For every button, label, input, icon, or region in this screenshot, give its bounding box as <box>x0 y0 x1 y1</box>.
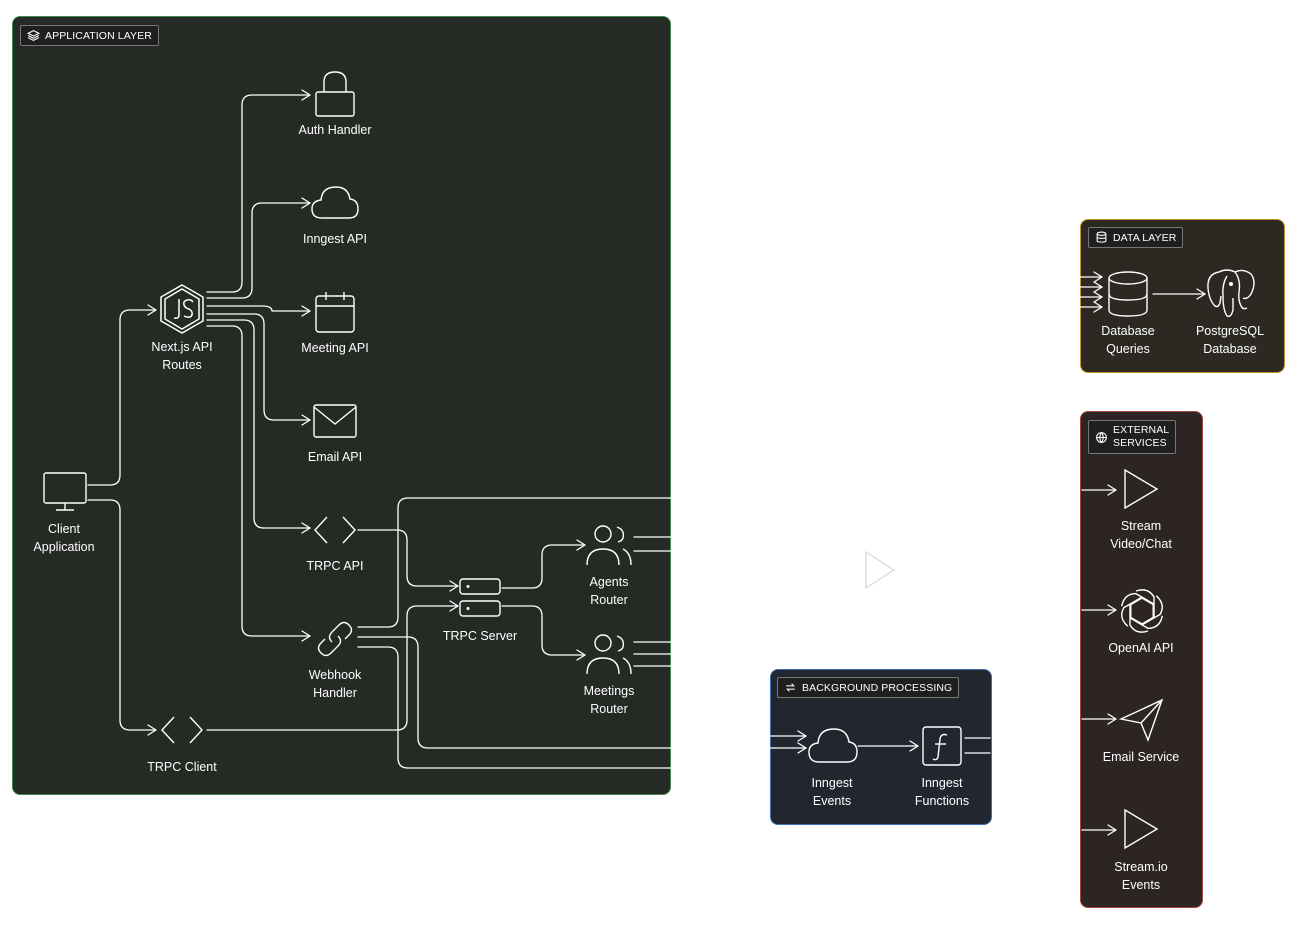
globe-icon <box>1096 431 1107 443</box>
cloud-icon <box>311 186 359 219</box>
openai-api-label: OpenAI API <box>1108 641 1174 655</box>
nodejs-icon <box>160 284 204 334</box>
trpc-api-label: TRPC API <box>306 559 364 573</box>
send-icon <box>1118 698 1164 742</box>
external-services-label: EXTERNAL SERVICES <box>1088 420 1177 454</box>
layers-icon <box>27 30 40 41</box>
users-icon <box>586 525 632 566</box>
application-layer-label: APPLICATION LAYER <box>20 25 159 46</box>
auth-handler-label: Auth Handler <box>298 123 372 137</box>
database-icon <box>1108 271 1148 317</box>
postgresql-icon <box>1207 269 1255 318</box>
refresh-icon <box>785 683 796 692</box>
play-icon <box>1124 808 1159 850</box>
server-icon <box>459 578 501 617</box>
play-icon <box>1124 468 1159 510</box>
email-service-label: Email Service <box>1102 750 1180 764</box>
code-icon <box>161 716 203 744</box>
link-icon <box>317 621 353 657</box>
trpc-client-label: TRPC Client <box>147 760 217 774</box>
code-icon <box>314 516 356 544</box>
lock-icon <box>315 71 355 117</box>
database-icon <box>1096 231 1107 243</box>
cloud-icon <box>808 728 858 763</box>
function-icon <box>922 726 962 766</box>
inngest-api-label: Inngest API <box>303 232 367 246</box>
trpc-server-label: TRPC Server <box>442 629 518 643</box>
background-processing-label: BACKGROUND PROCESSING <box>777 677 960 698</box>
play-icon <box>865 550 896 590</box>
data-layer-label: DATA LAYER <box>1088 227 1184 248</box>
meeting-api-label: Meeting API <box>301 341 369 355</box>
users-icon <box>586 634 632 675</box>
mail-icon <box>313 404 357 438</box>
openai-icon <box>1120 589 1164 633</box>
email-api-label: Email API <box>307 450 363 464</box>
calendar-icon <box>315 292 355 333</box>
monitor-icon <box>43 472 87 511</box>
external-services-group <box>1080 411 1206 911</box>
